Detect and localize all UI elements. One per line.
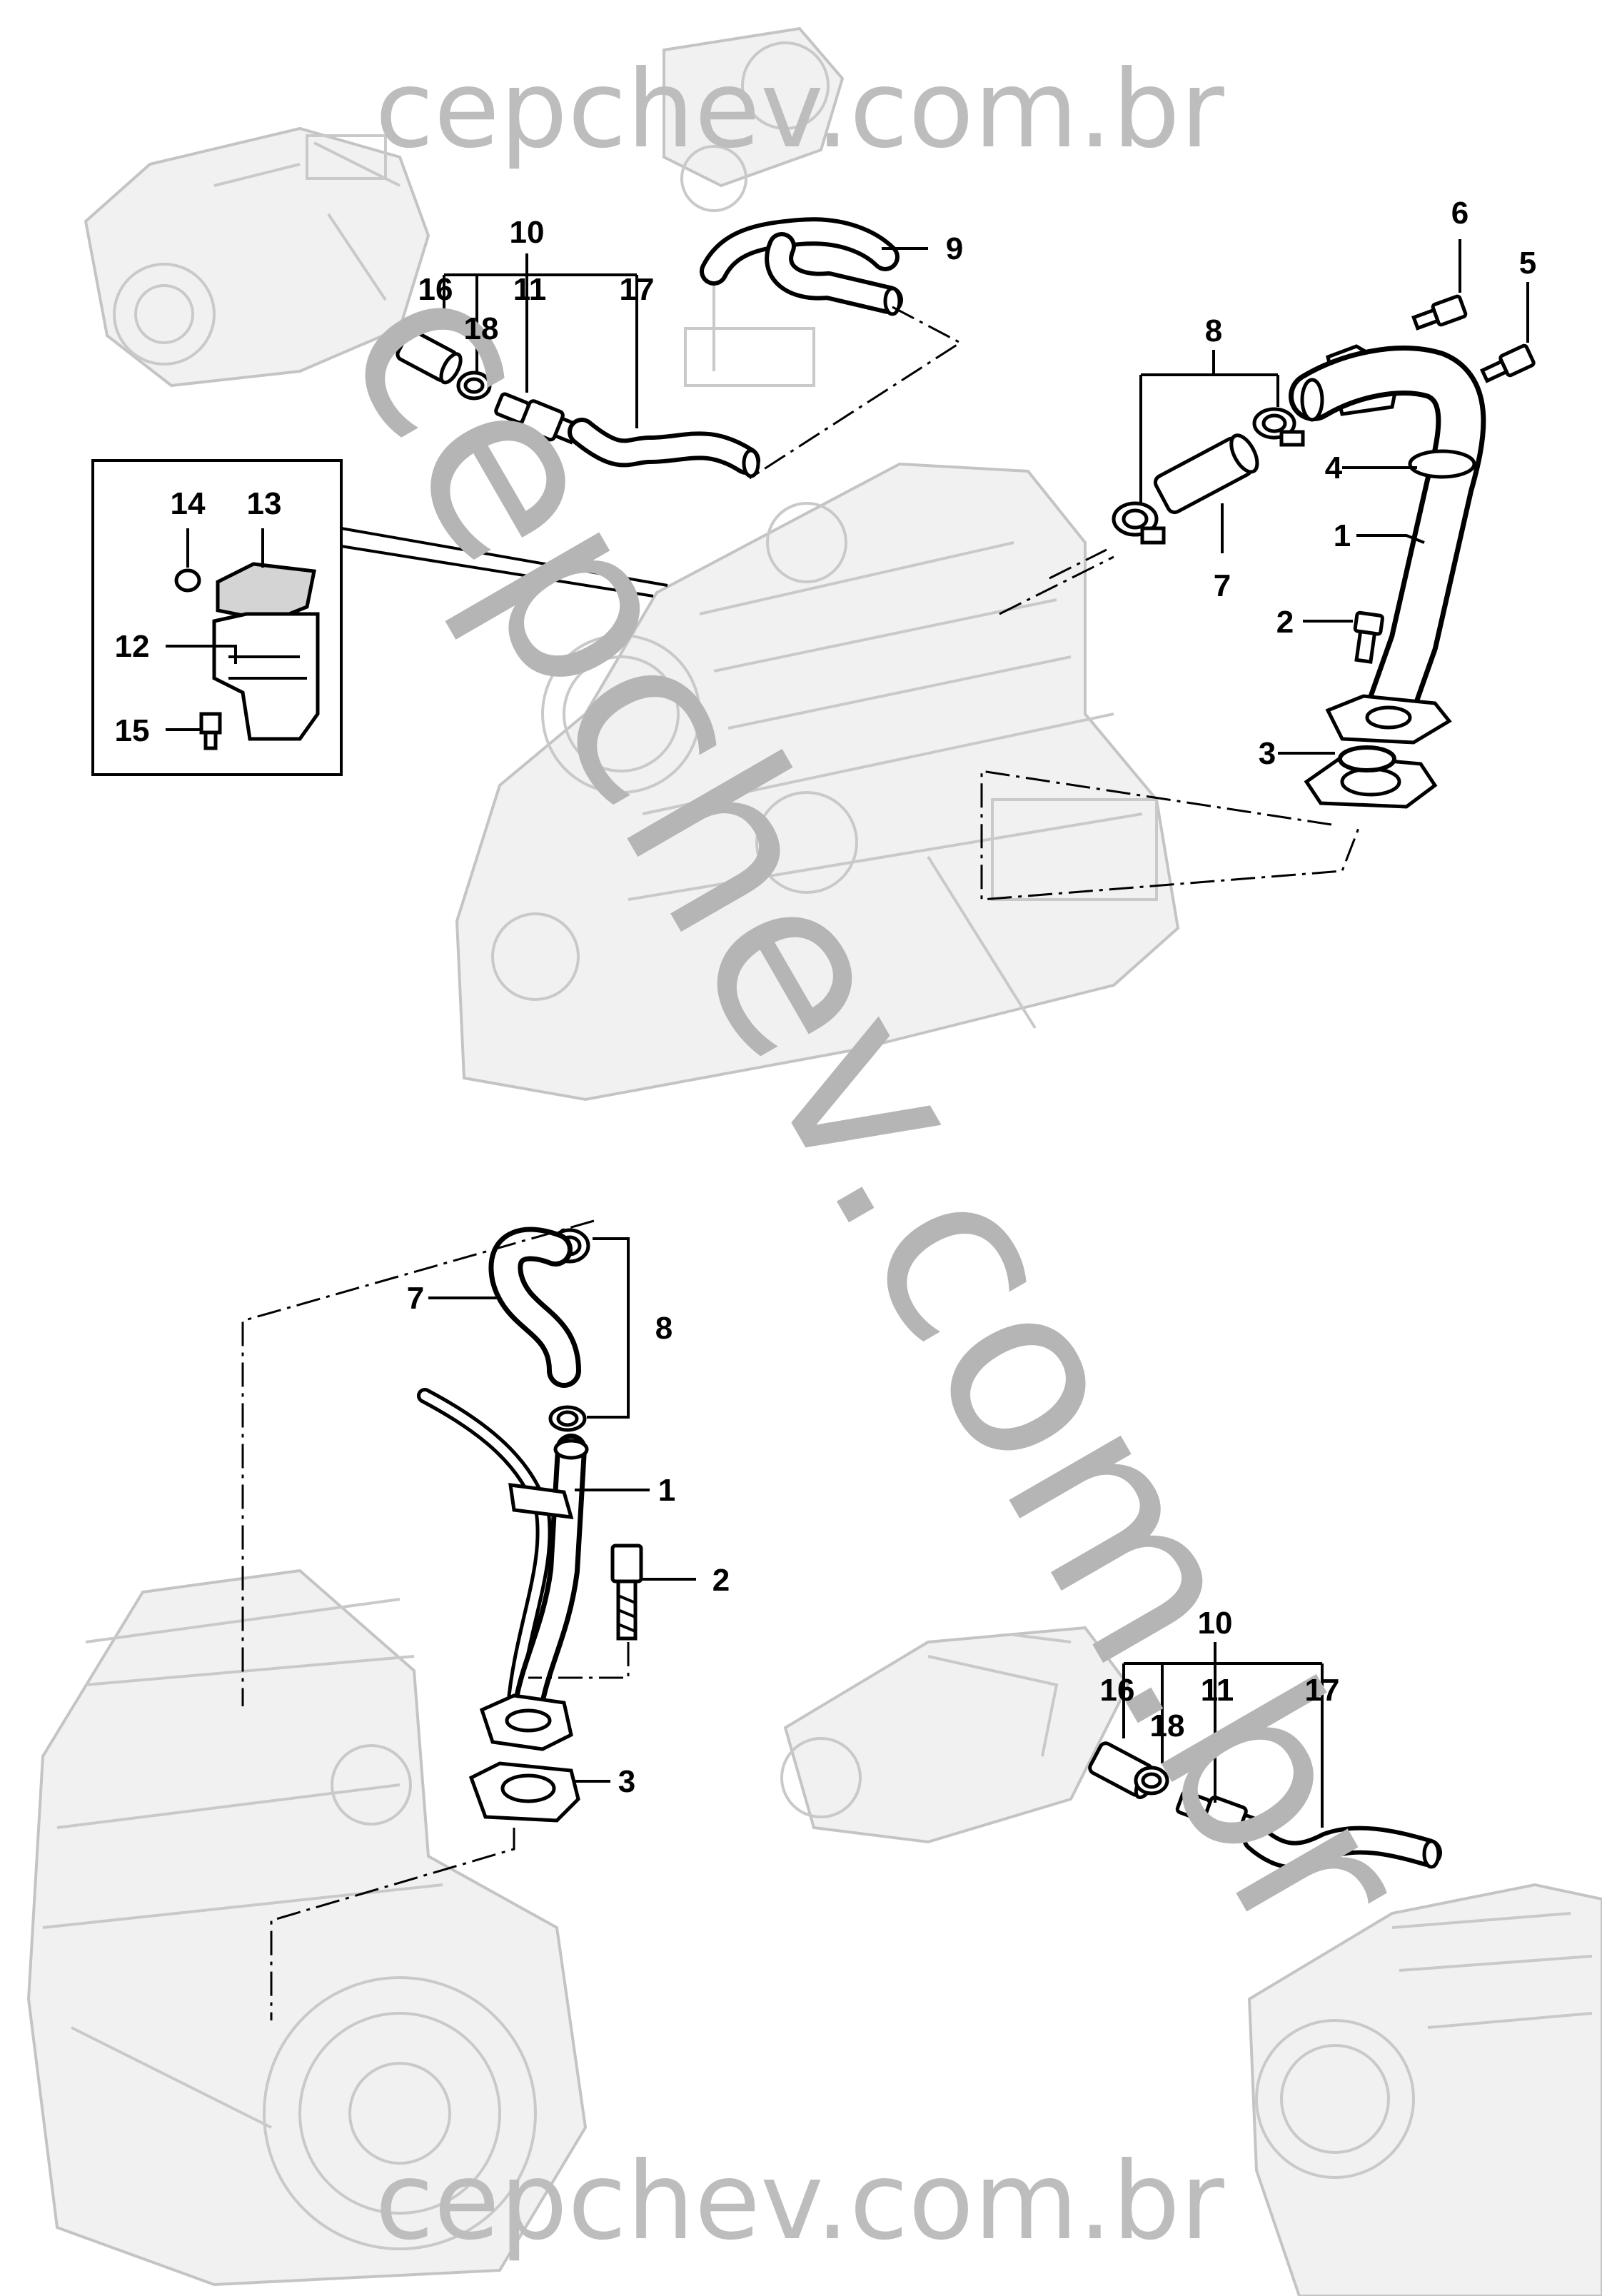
- part-8-clamp-a: [1112, 501, 1166, 545]
- callouts-upper: 10 16 18 11 17 9 6 5 8 4 1 7 2 3 14 13 1…: [115, 196, 1537, 771]
- upper-assembly: [91, 217, 1536, 809]
- callout-upper-15: 15: [115, 713, 150, 748]
- callout-upper-4: 4: [1325, 450, 1343, 485]
- part-9-hose: [700, 217, 903, 316]
- part-3-gasket: [1304, 745, 1438, 809]
- part-7-sleeve: [1153, 433, 1259, 515]
- lower-part-1-tube: [417, 1388, 589, 1751]
- ghost-engine-lower-left: [26, 1569, 588, 2287]
- callout-upper-6: 6: [1451, 196, 1468, 231]
- part-8-clamp-b: [1252, 407, 1305, 447]
- part-12-bracket: [212, 612, 320, 741]
- callout-lower-3: 3: [618, 1764, 635, 1799]
- ghost-engine-upper: [455, 462, 1180, 1102]
- part-13-filter-pad: [216, 562, 316, 623]
- lower-part-7-hose: [488, 1227, 581, 1388]
- callout-lower-11: 11: [1201, 1673, 1234, 1708]
- ghost-gearbox-lower: [780, 1626, 1130, 1844]
- callout-lower-8: 8: [655, 1311, 672, 1346]
- callout-lower-7: 7: [407, 1281, 424, 1316]
- ghost-gearbox-upper: [84, 126, 430, 388]
- part-5-bolt: [1479, 343, 1536, 383]
- part-14-nut: [174, 568, 201, 593]
- part-11-sensor: [494, 392, 580, 445]
- leader-lines: [166, 239, 1529, 2020]
- callout-upper-10: 10: [510, 215, 545, 250]
- ghost-engine-lower-right: [1247, 1883, 1602, 2296]
- callout-upper-18: 18: [464, 311, 499, 346]
- detail-inset-frame: [91, 459, 343, 776]
- callouts-lower: 7 8 1 2 3 10 16 18 11 17: [407, 1281, 1340, 1799]
- lower-assembly: [417, 1227, 1442, 1870]
- callout-upper-13: 13: [247, 486, 282, 521]
- part-16-sleeve: [396, 329, 463, 385]
- watermark-top: cepchev.com.br: [375, 48, 1224, 172]
- callout-upper-7: 7: [1214, 568, 1231, 603]
- lower-part-3-gasket: [468, 1761, 580, 1823]
- callout-upper-5: 5: [1519, 246, 1536, 281]
- part-1-pipe: [1289, 344, 1486, 745]
- callout-upper-2: 2: [1276, 605, 1294, 640]
- callout-upper-11: 11: [513, 272, 547, 307]
- watermark-bottom: cepchev.com.br: [375, 2140, 1224, 2264]
- lower-part-8-clamp-bottom: [548, 1405, 587, 1432]
- callout-upper-9: 9: [946, 231, 963, 266]
- ghost-breather-housing: [663, 26, 845, 387]
- callout-upper-14: 14: [171, 486, 206, 521]
- callout-lower-10: 10: [1198, 1606, 1233, 1641]
- callout-upper-3: 3: [1259, 736, 1276, 771]
- part-18-clamp: [456, 371, 492, 401]
- callout-upper-1: 1: [1334, 518, 1351, 553]
- part-17-hose: [568, 418, 760, 478]
- background-engine-artwork: [26, 26, 1602, 2296]
- callout-upper-12: 12: [115, 629, 150, 664]
- callout-lower-17: 17: [1305, 1673, 1340, 1708]
- part-2-bolt: [1353, 610, 1384, 664]
- callout-lower-18: 18: [1150, 1708, 1185, 1743]
- callout-upper-8: 8: [1205, 313, 1222, 348]
- part-15-screw: [199, 712, 222, 750]
- callout-upper-17: 17: [620, 272, 655, 307]
- callout-upper-16: 16: [418, 272, 453, 307]
- part-6-bolt: [1411, 294, 1468, 331]
- callout-lower-16: 16: [1100, 1673, 1135, 1708]
- lower-part-18-clamp: [1134, 1766, 1169, 1796]
- lower-part-11-sensor: [1175, 1790, 1265, 1841]
- callout-lower-2: 2: [712, 1563, 730, 1598]
- lower-part-2-bolt: [610, 1544, 643, 1641]
- callout-lower-1: 1: [658, 1473, 675, 1508]
- lower-part-17-hose: [1242, 1824, 1442, 1870]
